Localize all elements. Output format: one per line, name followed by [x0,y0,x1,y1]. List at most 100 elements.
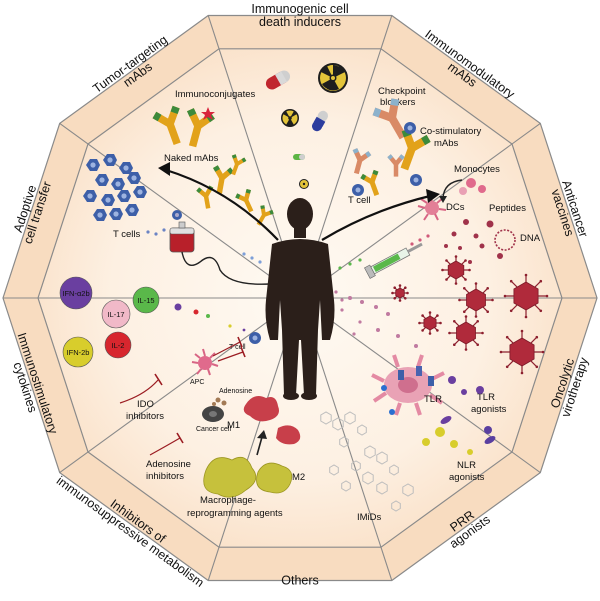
t-cell-particle [154,232,158,236]
cytokine-label: IFN-α2b [62,289,89,298]
t-cell-icon [117,190,131,202]
segment-divider [207,15,292,270]
virus-icon [458,282,494,318]
monocyte-to-dc-arrow [442,179,463,199]
molecule-ring [376,451,388,465]
inhibition-bar [154,373,163,386]
cytokine-label: IL-15 [137,296,154,305]
segment-divider [59,122,277,281]
dendritic-cell-icon [191,348,219,376]
t-cells-label: T cells [113,229,141,240]
t-cell-icon [86,159,100,171]
dna-label: DNA [520,233,541,244]
t-cell-particle [146,230,150,234]
t-cell-icon [119,162,133,174]
antibody-icon [196,185,214,209]
tlr-label: TLR [424,394,442,405]
tlr-agonists-label-1: TLR [477,392,495,403]
molecule-ring [364,445,376,459]
agonist-particle [440,416,452,424]
segment-divider [308,326,393,581]
apc-label: APC [190,379,204,386]
t-cell-icon [172,210,182,220]
cytokine-icon: IFN-2b [62,336,94,368]
ido-inhibitor-line [119,379,159,404]
virus-icon [441,255,471,285]
cytokine-icon: IFN-α2b [59,276,93,310]
tlr-agonists-label-2: agonists [471,404,507,415]
virus-particle [396,334,400,338]
checkpoint-blockers-label-1: Checkpoint [378,86,426,97]
agonist-particle [448,376,456,384]
arrowhead-icon [426,189,440,203]
cytokine-label: IL-17 [107,310,124,319]
molecule-ring [402,483,414,497]
agonist-particle [476,386,484,394]
molecule-ring [332,417,344,431]
molecule-ring [376,481,388,495]
particle-dot [258,260,262,264]
molecule-ring [320,411,332,425]
molecule-ring [357,424,367,436]
m2-to-m1-arrow [256,436,263,456]
peptide-dot [426,234,430,238]
adenosine-inhibitors-label-1: Adenosine [146,459,191,470]
agonist-group [381,376,496,455]
virus-particle [386,312,390,316]
antibody-icon [352,148,372,175]
macrophage-agents-label-1: Macrophage- [200,495,256,506]
peptide-dot [418,238,422,242]
costim-mabs-label-1: Co-stimulatory [420,126,481,137]
arrowhead-icon [257,430,267,439]
t-cell-icon [95,174,109,186]
virus-particle [348,296,352,300]
molecule-group [320,411,414,512]
virus-icon [503,273,549,319]
agonist-particle [381,385,387,391]
molecule-ring [389,464,399,476]
t-cell-mabs-label: T cell [348,195,371,206]
tlr-receptor-icon [398,366,434,386]
antibody-group [352,98,431,197]
pill-icon [293,154,305,160]
molecule-ring [362,471,374,485]
nlr-agonists-label-1: NLR [457,460,476,471]
virus-particle [360,300,364,304]
inhibition-line [212,341,241,357]
t-cell-icon [103,154,117,166]
antibody-icon [360,169,380,197]
infusion-tube [181,251,271,285]
t-cell-icon [101,194,115,206]
peptide-dot [444,244,448,248]
macrophage-agents-label-2: reprogramming agents [187,508,283,519]
imids-label: IMiDs [357,512,382,523]
antibody-icon [372,98,407,140]
radiation-icon [281,109,299,127]
syringe-icon [364,242,423,279]
segment-title: Others [281,574,319,588]
segment-divider [308,15,393,270]
cancer-cell-icon [202,406,224,422]
molecule-ring [391,500,401,512]
segment-title-line: Others [281,574,319,588]
t-cell-icon [83,190,97,202]
dna-icon [494,229,516,251]
cancer-cell-label: Cancer cell [196,426,231,433]
m2-label: M2 [292,472,305,483]
cytokine-particle [228,324,232,328]
monocyte-icon [459,178,486,195]
inhibition-bar [176,432,184,444]
segment-title-line: Immunogenic cell [251,2,348,16]
molecule-ring [344,411,356,425]
star-icon [201,107,215,120]
t-cell-small-label: T cell [229,344,246,351]
ido-inhibitors-label-1: IDO [137,399,154,410]
cytokine-particle [193,309,199,315]
inhibition-bar [240,346,246,358]
cytokine-particle [206,314,210,318]
t-cell-icon [352,184,364,196]
macrophage-icon [203,456,293,498]
arrowhead-icon [158,162,170,176]
peptide-dot [486,220,494,228]
